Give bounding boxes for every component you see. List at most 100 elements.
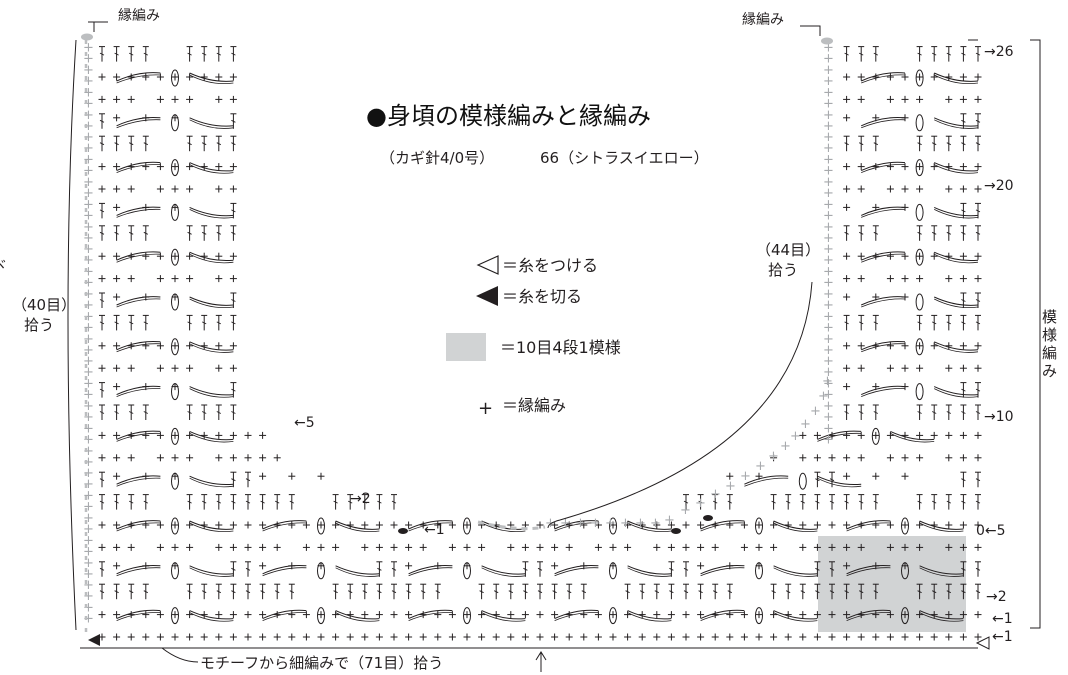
cut-triangle: [88, 634, 100, 646]
treble-stitch: [800, 500, 806, 504]
edge-plus: +: [83, 533, 94, 548]
chain-arc: [116, 612, 161, 621]
treble-stitch: [975, 478, 981, 482]
chain-arc: [116, 520, 161, 530]
treble-stitch: [391, 567, 397, 571]
chain-arc: [189, 341, 234, 351]
cut-oval: [398, 528, 408, 534]
chain-arc: [262, 564, 307, 575]
petal-stitch: [915, 69, 924, 87]
edge-plus: +: [83, 63, 94, 78]
guide-lines-layer: [67, 21, 1041, 672]
chain-arc: [116, 72, 161, 82]
chain-arc: [700, 612, 745, 621]
chain-arc: [189, 253, 234, 264]
chain-arc: [262, 609, 307, 620]
treble-stitch: [917, 590, 922, 594]
treble-stitch: [128, 231, 134, 235]
edge-plus: +: [83, 253, 94, 268]
chain-arc: [116, 298, 161, 308]
treble-stitch: [377, 590, 382, 594]
treble-stitch: [917, 321, 922, 325]
treble-stitch: [231, 388, 236, 392]
treble-stitch: [785, 500, 791, 504]
edge-plus: +: [695, 496, 706, 511]
right-pickup-curve: [547, 281, 813, 529]
chain-arc: [919, 612, 964, 622]
treble-stitch: [508, 590, 514, 594]
inner-label-5: ←5: [294, 415, 315, 431]
treble-stitch: [961, 411, 966, 414]
left-pickup-count: （40目）: [12, 296, 76, 314]
chain-arc: [116, 340, 161, 351]
treble-stitch: [216, 590, 222, 594]
petal-stitch: [755, 607, 763, 625]
treble-stitch: [961, 142, 966, 146]
edge-plus: +: [83, 410, 94, 425]
treble-stitch: [931, 52, 937, 56]
petal-stitch: [915, 338, 924, 356]
treble-stitch: [143, 411, 149, 414]
chain-arc: [189, 117, 234, 127]
treble-stitch: [712, 590, 718, 594]
edge-plus: +: [83, 343, 94, 358]
treble-stitch: [946, 142, 952, 146]
edge-plus: +: [823, 164, 834, 179]
chain-arc: [934, 209, 979, 219]
edge-plus: +: [83, 186, 94, 201]
treble-stitch: [245, 478, 251, 482]
chain-arc: [116, 432, 161, 442]
edge-plus: +: [710, 487, 721, 502]
chain-arc: [116, 388, 161, 397]
edge-plus: +: [83, 544, 94, 559]
treble-stitch: [961, 231, 966, 235]
edge-plus: +: [823, 175, 834, 190]
chain-arc: [817, 477, 862, 488]
treble-stitch: [216, 142, 222, 146]
chain-arc: [860, 72, 906, 82]
treble-stitch: [669, 567, 674, 571]
treble-stitch: [435, 590, 441, 594]
treble-stitch: [931, 321, 937, 325]
treble-stitch: [114, 142, 119, 146]
edge-plus: +: [823, 108, 834, 123]
left-pickup-bracket: [67, 39, 77, 631]
treble-stitch: [523, 567, 528, 571]
treble-stitch: [231, 209, 236, 213]
chain-arc: [189, 164, 234, 174]
chain-arc: [919, 567, 964, 577]
treble-stitch: [216, 231, 222, 235]
edge-plus: +: [83, 522, 94, 537]
edge-plus: +: [83, 96, 94, 111]
treble-stitch: [143, 321, 149, 325]
treble-stitch: [114, 411, 119, 414]
petal-stitch: [915, 248, 924, 266]
chain-arc: [933, 296, 979, 306]
cut-oval: [671, 528, 681, 534]
treble-stitch: [333, 500, 338, 504]
treble-stitch: [873, 500, 879, 504]
edge-plus: +: [83, 309, 94, 324]
treble-stitch: [201, 142, 207, 146]
edge-plus: +: [83, 231, 94, 246]
treble-stitch: [771, 590, 776, 594]
right-edge-label: 縁編み: [742, 12, 784, 28]
chain-arc: [408, 609, 453, 620]
treble-stitch: [128, 590, 134, 594]
treble-stitch: [333, 590, 338, 594]
chain-arc: [861, 298, 906, 308]
treble-stitch: [377, 500, 382, 504]
chain-arc: [919, 610, 964, 620]
treble-stitch: [858, 321, 864, 325]
edge-plus: +: [823, 287, 834, 302]
edge-plus: +: [823, 377, 834, 392]
chain-arc: [481, 610, 526, 620]
petal-stitch: [171, 203, 179, 221]
treble-stitch: [231, 119, 236, 123]
chain-arc: [408, 564, 453, 575]
chain-arc: [116, 208, 161, 218]
treble-stitch: [946, 52, 952, 56]
chain-arc: [189, 72, 234, 82]
